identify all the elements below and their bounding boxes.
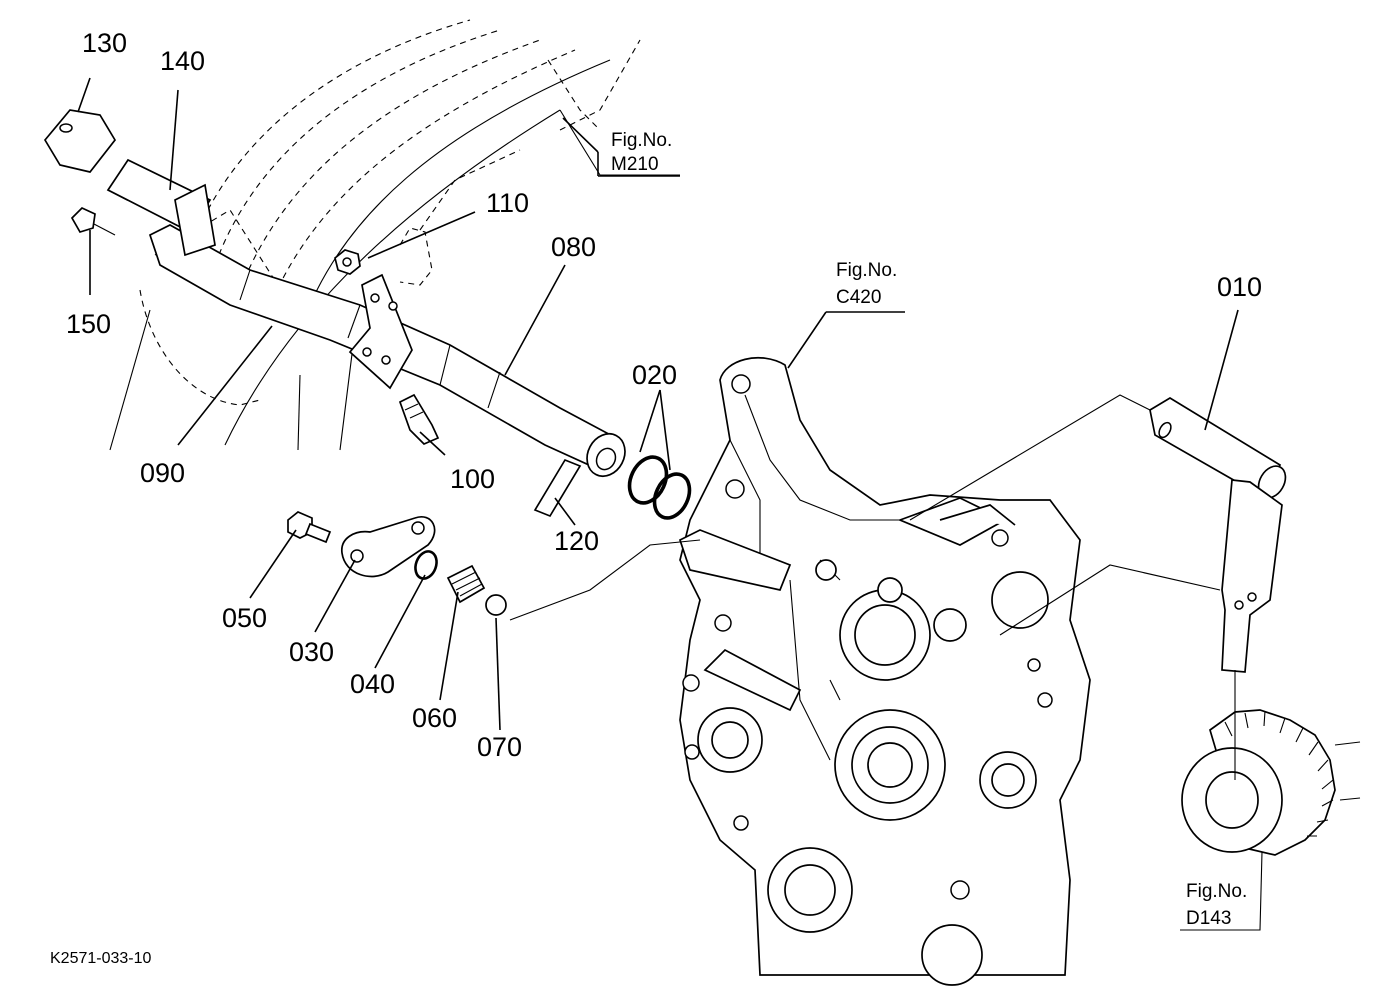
bracket-plate [348, 273, 413, 390]
part-label-130: 130 [82, 28, 127, 58]
part-label-030: 030 [289, 637, 334, 667]
rod-end-outline [399, 227, 433, 286]
figure-ref-m210-caption: Fig.No. [611, 130, 672, 151]
leader-lines [77, 77, 1263, 931]
o-ring-2 [652, 472, 692, 520]
o-ring-1 [627, 455, 669, 505]
part-label-150: 150 [66, 309, 111, 339]
bolt-100 [398, 393, 440, 446]
shift-gear [1181, 709, 1361, 856]
figure-ref-d143-number: D143 [1186, 908, 1231, 929]
lever-knob [43, 109, 117, 173]
figure-ref-m210[interactable]: Fig.No. M210 [611, 130, 672, 175]
transmission-case [678, 356, 1091, 986]
figure-ref-d143-caption: Fig.No. [1186, 881, 1247, 902]
drawing-code: K2571-033-10 [50, 950, 152, 967]
figure-ref-m210-number: M210 [611, 154, 659, 175]
part-label-120: 120 [554, 526, 599, 556]
figure-ref-d143[interactable]: Fig.No. D143 [1186, 881, 1247, 929]
figure-ref-c420-number: C420 [836, 287, 881, 308]
part-label-070: 070 [477, 732, 522, 762]
nut [334, 249, 361, 275]
detent-ball [485, 594, 507, 616]
figure-ref-c420-caption: Fig.No. [836, 260, 897, 281]
pin [533, 458, 582, 518]
o-ring-040 [414, 550, 438, 580]
part-label-110: 110 [486, 188, 529, 218]
figure-ref-c420[interactable]: Fig.No. C420 [836, 260, 897, 308]
bolt-150 [70, 206, 116, 236]
part-label-100: 100 [450, 464, 495, 494]
part-label-050: 050 [222, 603, 267, 633]
part-label-080: 080 [551, 232, 596, 262]
part-label-020: 020 [632, 360, 677, 390]
part-label-090: 090 [140, 458, 185, 488]
part-number-labels: 130 140 150 110 080 020 010 090 100 120 … [66, 28, 1262, 762]
guide-slot [174, 183, 216, 257]
fender-outline [109, 19, 680, 451]
part-label-140: 140 [160, 46, 205, 76]
spring [446, 564, 486, 604]
shift-fork [1149, 397, 1287, 673]
part-label-010: 010 [1217, 272, 1262, 302]
bolt-050 [287, 511, 332, 544]
cover-plate [341, 515, 436, 578]
part-label-060: 060 [412, 703, 457, 733]
part-label-040: 040 [350, 669, 395, 699]
